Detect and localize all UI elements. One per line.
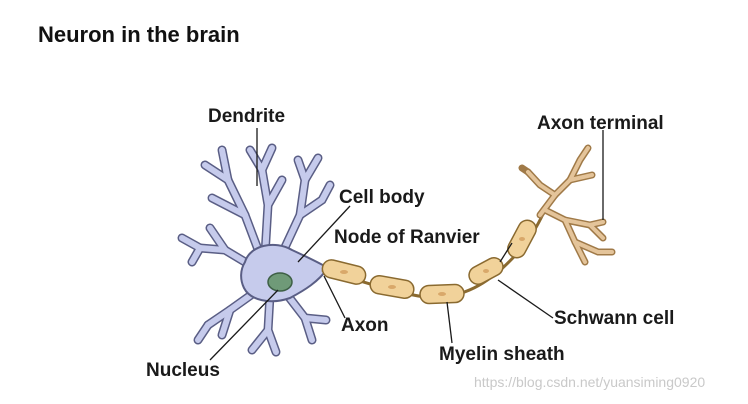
label-myelin-sheath: Myelin sheath <box>439 344 565 365</box>
label-node-of-ranvier: Node of Ranvier <box>334 227 480 248</box>
label-schwann-cell: Schwann cell <box>554 308 674 329</box>
axon-terminal <box>518 144 616 266</box>
page-title: Neuron in the brain <box>38 22 240 47</box>
leader-lines <box>209 128 604 361</box>
label-axon: Axon <box>341 315 389 336</box>
label-nucleus: Nucleus <box>146 360 220 381</box>
dendrites-inner <box>179 145 333 355</box>
label-cell-body: Cell body <box>339 187 425 208</box>
label-axon-terminal: Axon terminal <box>537 113 664 134</box>
watermark-url: https://blog.csdn.net/yuansiming0920 <box>474 374 706 390</box>
nucleus <box>267 272 293 292</box>
label-dendrite: Dendrite <box>208 106 285 127</box>
